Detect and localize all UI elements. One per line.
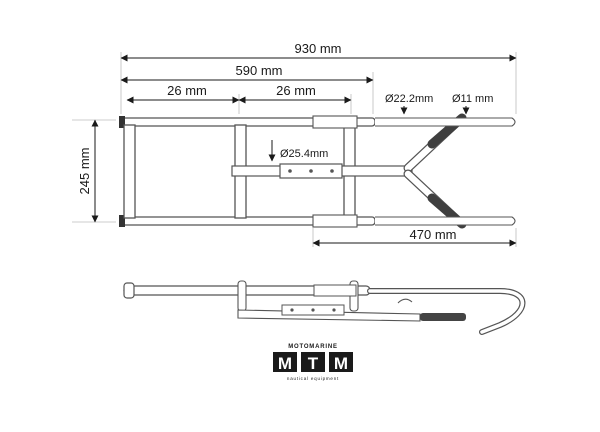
rod-upper: [375, 117, 516, 127]
logo-tagline: nautical equipment: [287, 376, 339, 381]
logo-letter-box-2: [301, 352, 325, 372]
dimension-annotations: 930 mm 590 mm 26 mm 26 mm 245 mm Ø22.2mm…: [72, 41, 517, 247]
dim-rod-diameter: Ø11 mm: [452, 93, 493, 105]
plate-bolt-3: [330, 169, 334, 173]
rail-bracket-top: [312, 115, 358, 129]
top-view: [119, 113, 516, 229]
logo-letter-box-3: [329, 352, 353, 372]
dim-tube-diameter: Ø22.2mm: [385, 93, 433, 105]
plate-bolt-2: [309, 169, 313, 173]
logo-letter-box-1: [273, 352, 297, 372]
logo-letter-1: M: [278, 354, 292, 373]
end-cap-bottom: [119, 215, 125, 227]
dim-inner-length: 590 mm: [236, 63, 283, 78]
ladder-step-1: [123, 124, 136, 219]
dim-bar-diameter: Ø25.4mm: [280, 148, 328, 160]
end-cap-top: [119, 116, 125, 128]
plate-bolt-1: [288, 169, 292, 173]
dim-step-spacing-2: 26 mm: [276, 83, 316, 98]
logo-letter-2: T: [308, 354, 319, 373]
side-end-cap: [123, 282, 135, 299]
rod-lower: [375, 216, 516, 226]
side-view: [123, 280, 526, 335]
side-grip: [420, 313, 466, 321]
brand-logo: MOTOMARINE M T M nautical equipment: [273, 344, 353, 381]
hinge-post-left: [237, 280, 247, 312]
logo-brand-name: MOTOMARINE: [288, 344, 338, 350]
dim-step-spacing-1: 26 mm: [167, 83, 207, 98]
logo-letter-3: M: [334, 354, 348, 373]
dim-handle-length: 470 mm: [410, 227, 457, 242]
side-bracket: [313, 284, 357, 297]
dim-width: 245 mm: [77, 148, 92, 195]
dim-overall-length: 930 mm: [295, 41, 342, 56]
rail-bracket-bottom: [312, 214, 358, 228]
